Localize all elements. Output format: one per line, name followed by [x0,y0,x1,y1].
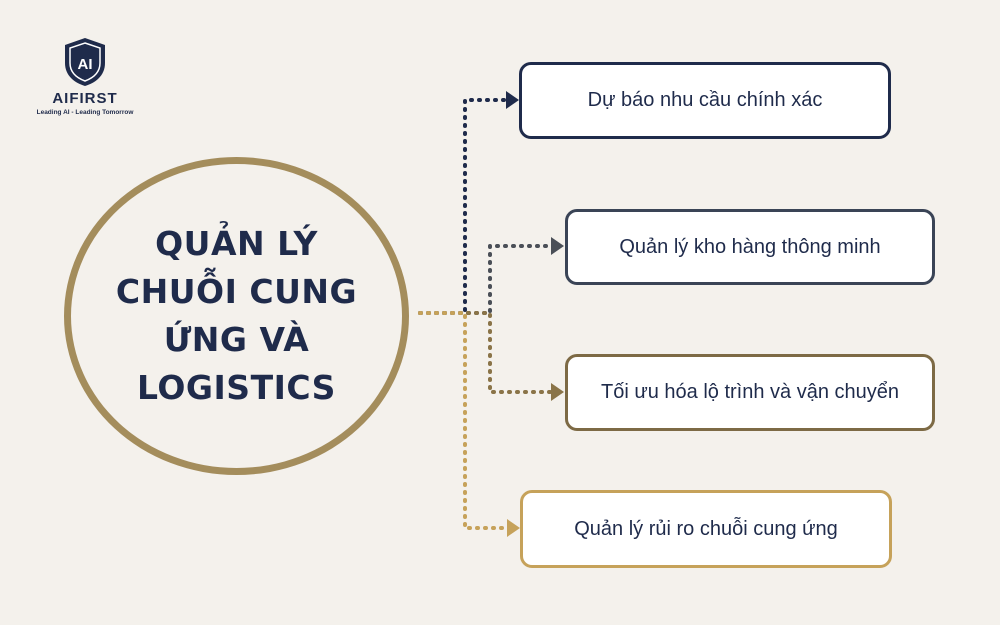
branch-label-1: Dự báo nhu cầu chính xác [587,89,823,111]
shield-logo-icon: AI [65,38,105,86]
branch-label-3: Tối ưu hóa lộ trình và vận chuyển [600,381,899,403]
arrowhead-2 [551,237,564,255]
branch-box-smart-warehouse: Quản lý kho hàng thông minh [565,209,935,285]
brand-tagline: Leading AI - Leading Tomorrow [36,109,134,116]
connector-1 [418,98,510,315]
branch-label-4: Quản lý rủi ro chuỗi cung ứng [574,517,838,540]
arrowhead-3 [551,383,564,401]
branch-box-route-optimization: Tối ưu hóa lộ trình và vận chuyển [565,354,935,431]
arrowhead-4 [507,519,520,537]
arrowhead-1 [506,91,519,109]
branch-box-risk-management: Quản lý rủi ro chuỗi cung ứng [520,490,892,568]
connector-2 [418,244,554,315]
connector-4 [418,311,510,530]
brand-logo: AI AIFIRST Leading AI - Leading Tomorrow [30,36,140,116]
connector-3 [418,311,554,394]
central-topic-title: QUẢN LÝ CHUỖI CUNG ỨNG VÀ LOGISTICS [115,224,358,407]
branch-box-demand-forecast: Dự báo nhu cầu chính xác [519,62,891,139]
logo-mark-text: AI [78,56,93,73]
central-topic-circle: QUẢN LÝ CHUỖI CUNG ỨNG VÀ LOGISTICS [64,157,409,475]
brand-name: AIFIRST [52,90,118,107]
branch-label-2: Quản lý kho hàng thông minh [619,235,881,258]
